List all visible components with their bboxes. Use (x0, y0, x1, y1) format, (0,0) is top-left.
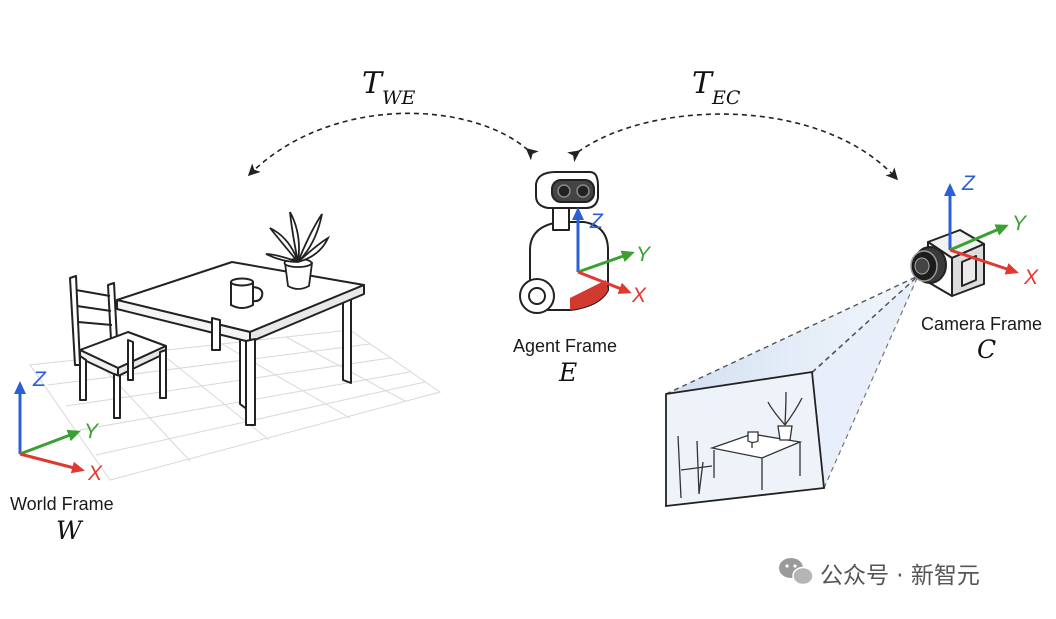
camera-x-label: X (1024, 266, 1039, 289)
transform-tec-base: T (692, 66, 713, 101)
chair-illustration (69, 275, 167, 419)
camera-axes (944, 183, 1019, 275)
mug-illustration (230, 277, 264, 309)
world-axes (14, 381, 85, 474)
agent-y-axis (577, 250, 635, 274)
watermark-text: 公众号 · 新智元 (820, 563, 980, 589)
agent-frame-label: Agent Frame (513, 336, 618, 356)
agent-x-label: X (632, 284, 647, 307)
world-frame-label: World Frame (10, 494, 114, 514)
agent-z-label: Z (590, 210, 603, 233)
image-plane (665, 370, 825, 508)
camera-frame-label: Camera Frame (921, 314, 1043, 334)
transform-twe-base: T (362, 66, 383, 101)
camera-x-axis (949, 248, 1019, 275)
wechat-icon (779, 558, 814, 586)
camera-y-label: Y (1012, 212, 1027, 235)
world-x-axis (19, 452, 85, 474)
transform-arc-agent-camera (567, 113, 899, 181)
image-plane-scene (677, 391, 803, 499)
transform-arc-world-agent (247, 112, 539, 177)
world-z-label: Z (33, 368, 46, 391)
world-x-label: X (88, 462, 103, 485)
world-y-label: Y (84, 420, 99, 443)
agent-x-axis (577, 270, 632, 294)
camera-illustration (910, 229, 985, 297)
plant-illustration (265, 211, 330, 290)
camera-z-label: Z (962, 172, 975, 195)
agent-y-label: Y (636, 243, 651, 266)
transform-tec-sub: EC (712, 87, 741, 109)
transform-label-tec: TEC (692, 66, 740, 109)
agent-frame-symbol: E (559, 358, 578, 387)
agent-axes (572, 207, 635, 294)
robot-illustration (519, 171, 609, 314)
world-y-axis (19, 429, 81, 456)
camera-frame-symbol: C (977, 335, 997, 364)
world-frame-symbol: W (56, 516, 82, 545)
camera-y-axis (949, 224, 1009, 252)
transform-label-twe: TWE (362, 66, 415, 109)
transform-twe-sub: WE (382, 87, 416, 109)
